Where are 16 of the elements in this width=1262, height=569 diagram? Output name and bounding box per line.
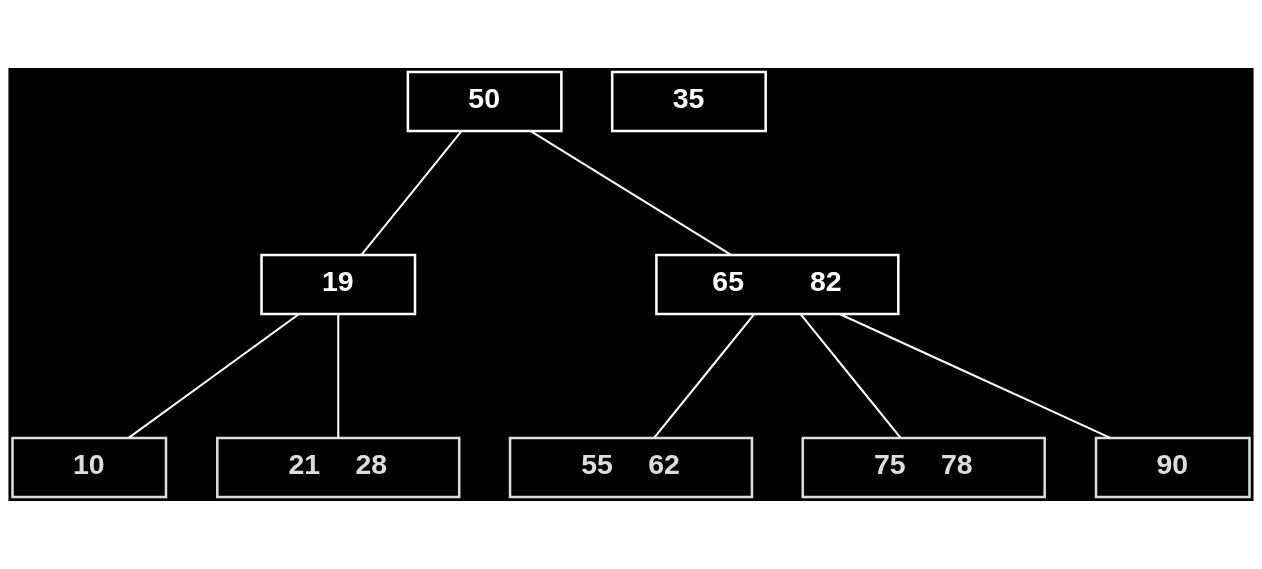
connector [799,313,902,439]
node-box: 50 [406,70,563,133]
node-box: 65 82 [655,253,900,316]
node-box: 35 [610,70,767,133]
connector [337,314,340,438]
node-box: 75 78 [801,436,1046,499]
connector [839,313,1111,439]
node-box: 19 [260,253,417,316]
connector [360,130,463,256]
node-box: 55 62 [508,436,754,499]
node-box: 90 [1094,436,1251,499]
connector [530,130,732,256]
connector [128,313,300,439]
node-box: 10 [11,436,168,499]
node-box: 21 28 [216,436,461,499]
connector [653,313,755,439]
